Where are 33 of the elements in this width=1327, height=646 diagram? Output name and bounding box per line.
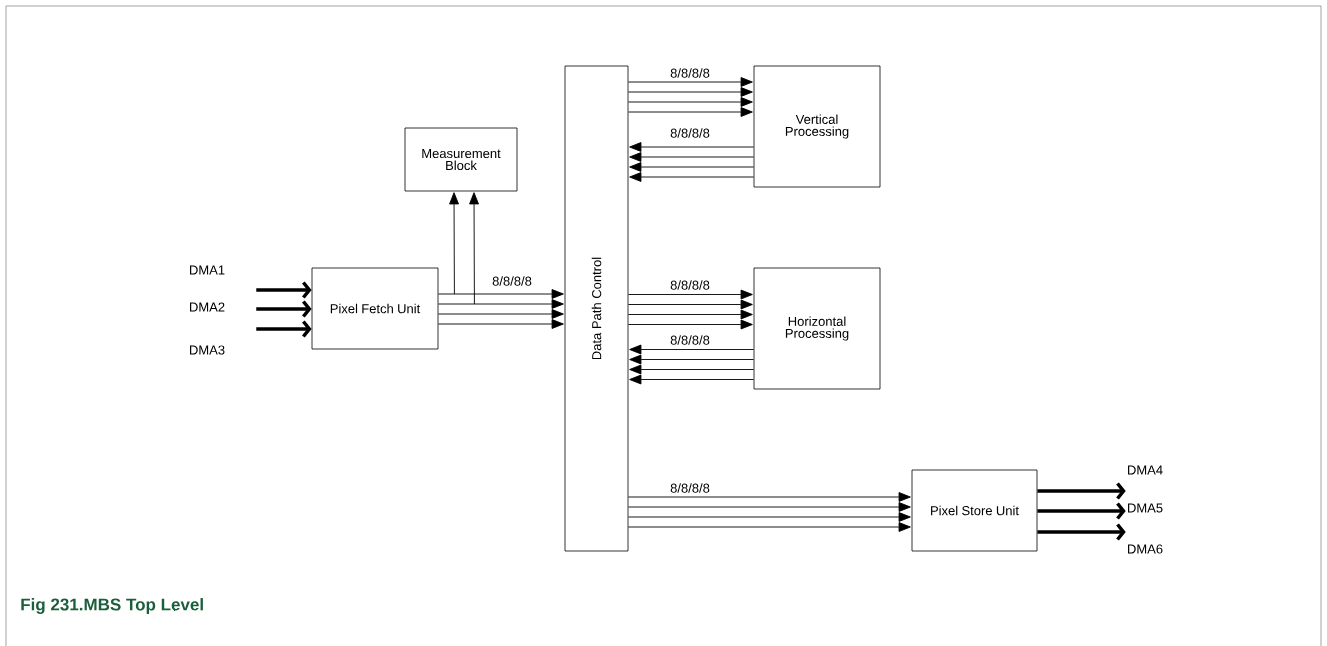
signal-label: DMA6: [1128, 544, 1163, 554]
bus-arrow: [629, 142, 755, 182]
arrow: [256, 300, 312, 318]
figure-caption: Fig 231.MBS Top Level: [21, 598, 203, 614]
edge-label: 8/8/8/8: [669, 279, 711, 291]
edge-label: 8/8/8/8: [669, 334, 711, 346]
arrow: [256, 320, 312, 338]
arrow: [256, 281, 312, 299]
signal-label: DMA4: [1128, 465, 1163, 475]
block-box: Data Path Control: [564, 65, 629, 552]
edge-label: 8/8/8/8: [669, 127, 711, 139]
edge-label: 8/8/8/8: [491, 275, 533, 287]
block-box: Horizontal Processing: [753, 267, 881, 390]
bus-arrow: [437, 289, 564, 329]
block-box: Vertical Processing: [753, 65, 881, 188]
block-box: Pixel Store Unit: [911, 469, 1038, 552]
edge-label: 8/8/8/8: [669, 67, 711, 79]
bus-arrow: [629, 344, 755, 385]
arrow: [1037, 502, 1126, 520]
arrow: [1037, 482, 1126, 500]
arrow: [449, 192, 459, 295]
block-box: Measurement Block: [404, 127, 518, 192]
arrow: [1037, 523, 1126, 541]
bus-arrow: [627, 492, 911, 532]
signal-label: DMA2: [190, 302, 225, 312]
arrow: [469, 192, 479, 305]
edge-label: 8/8/8/8: [669, 482, 711, 494]
signal-label: DMA3: [190, 345, 225, 355]
signal-label: DMA1: [190, 265, 225, 275]
signal-label: DMA5: [1128, 503, 1163, 513]
bus-arrow: [627, 289, 753, 330]
block-box: Pixel Fetch Unit: [311, 267, 439, 350]
bus-arrow: [627, 77, 753, 117]
